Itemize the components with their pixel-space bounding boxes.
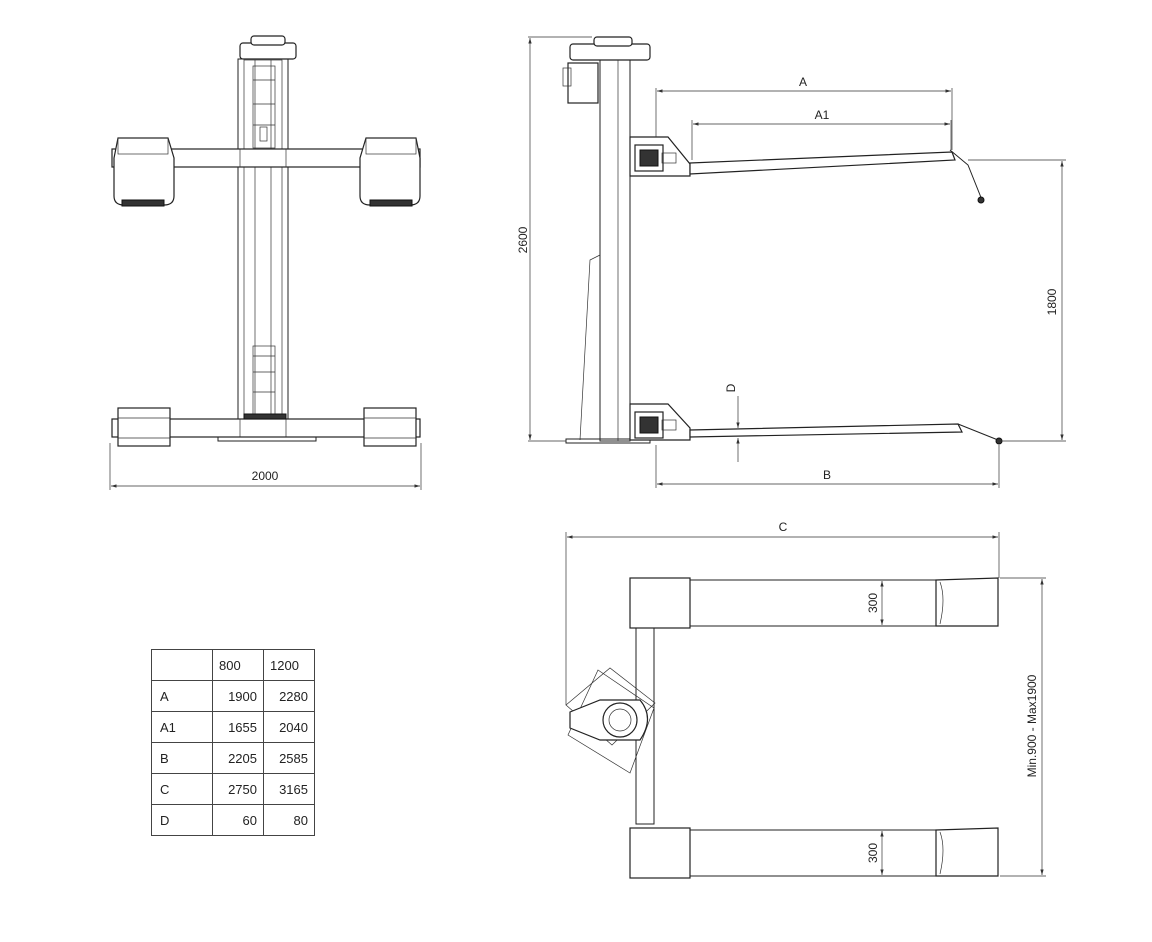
table-row: B 2205 2585: [151, 742, 315, 774]
dimension-arm-spacing: Min.900 - Max1900: [1000, 577, 1046, 877]
table-header-1200: 1200: [263, 649, 315, 681]
row-label: B: [151, 742, 213, 774]
row-value-800: 1900: [212, 680, 264, 712]
table-row: A1 1655 2040: [151, 711, 315, 743]
row-value-800: 1655: [212, 711, 264, 743]
table-corner-cell: [151, 649, 213, 681]
row-value-800: 2205: [212, 742, 264, 774]
dimension-c: C: [565, 520, 1000, 705]
dimension-b: B: [655, 445, 1000, 488]
row-value-1200: 2585: [263, 742, 315, 774]
dimension-height-arm: 1800: [968, 159, 1066, 442]
row-label: A: [151, 680, 213, 712]
table-row: A 1900 2280: [151, 680, 315, 712]
label-c: C: [779, 520, 788, 534]
row-value-1200: 2280: [263, 680, 315, 712]
dimension-arm-width-bottom: 300: [866, 831, 884, 875]
side-view: [562, 36, 1003, 445]
table-row: D 60 80: [151, 804, 315, 836]
row-value-1200: 3165: [263, 773, 315, 805]
arm-spacing-label: Min.900 - Max1900: [1025, 674, 1039, 777]
height-arm-label: 1800: [1045, 288, 1059, 315]
front-view: [111, 35, 421, 447]
dimension-arm-width-top: 300: [866, 581, 884, 625]
dimension-height-total: 2600: [516, 36, 592, 442]
dimension-a1: A1: [691, 108, 952, 160]
row-label: C: [151, 773, 213, 805]
row-value-800: 2750: [212, 773, 264, 805]
row-label: D: [151, 804, 213, 836]
table-header-row: 800 1200: [151, 649, 315, 681]
table-row: C 2750 3165: [151, 773, 315, 805]
spec-table: 800 1200 A 1900 2280 A1 1655 2040 B 2205…: [151, 649, 315, 836]
arm-width-bottom-label: 300: [866, 843, 880, 863]
row-value-1200: 2040: [263, 711, 315, 743]
label-d: D: [724, 383, 738, 392]
label-a: A: [799, 75, 807, 89]
arm-width-top-label: 300: [866, 593, 880, 613]
row-value-1200: 80: [263, 804, 315, 836]
row-label: A1: [151, 711, 213, 743]
dimension-a: A: [655, 75, 953, 150]
top-view: [565, 577, 999, 879]
label-b: B: [823, 468, 831, 482]
height-total-label: 2600: [516, 226, 530, 253]
dimension-front-width: 2000: [109, 443, 422, 490]
label-a1: A1: [815, 108, 830, 122]
table-header-800: 800: [212, 649, 264, 681]
dimension-d: D: [724, 383, 740, 462]
row-value-800: 60: [212, 804, 264, 836]
front-width-label: 2000: [252, 469, 279, 483]
